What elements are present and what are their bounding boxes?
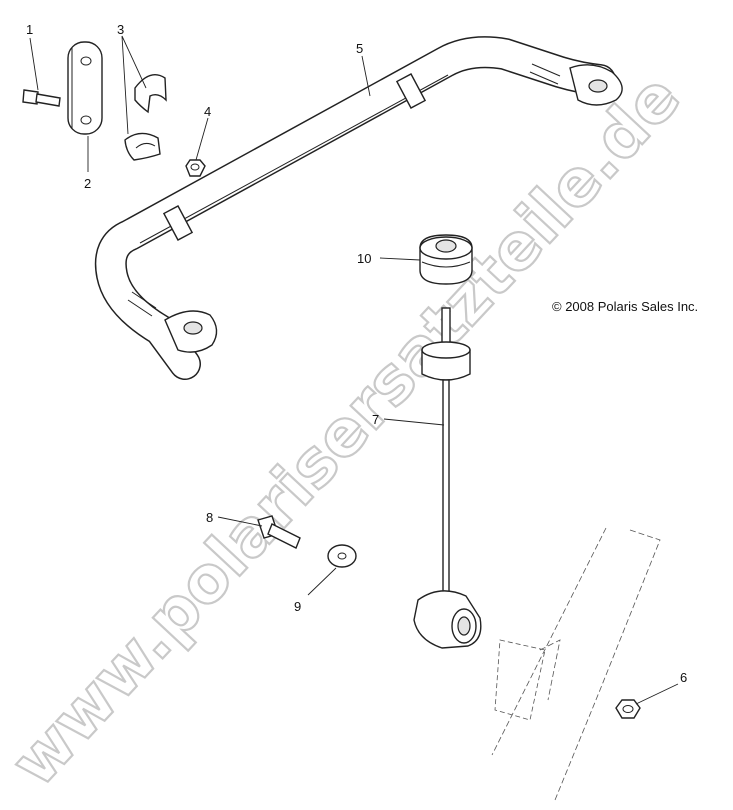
frame-member [491, 527, 661, 801]
bushing-halves-part-3 [124, 74, 167, 161]
bolt-part-8 [257, 515, 301, 549]
bushing-part-10 [419, 234, 473, 285]
callout-1: 1 [26, 22, 33, 37]
nut-part-4 [185, 159, 206, 177]
callout-2: 2 [84, 176, 91, 191]
leader-lines [29, 35, 679, 705]
callout-6: 6 [680, 670, 687, 685]
callout-8: 8 [206, 510, 213, 525]
stabilizer-bar-part-5 [94, 36, 623, 380]
callout-4: 4 [204, 104, 211, 119]
callout-9: 9 [294, 599, 301, 614]
strap-plate-part-2 [67, 41, 103, 135]
watermark: www.polarisersatzteile.de [0, 60, 696, 802]
callout-3: 3 [117, 22, 124, 37]
washer-part-9 [327, 544, 357, 568]
callout-7: 7 [372, 412, 379, 427]
svg-text:www.polarisersatzteile.de: www.polarisersatzteile.de [0, 61, 695, 801]
copyright-notice: © 2008 Polaris Sales Inc. [552, 299, 698, 314]
bolt-part-1 [22, 89, 61, 107]
link-part-7 [413, 307, 482, 649]
callout-10: 10 [357, 251, 371, 266]
callout-5: 5 [356, 41, 363, 56]
nut-part-6 [615, 699, 641, 719]
